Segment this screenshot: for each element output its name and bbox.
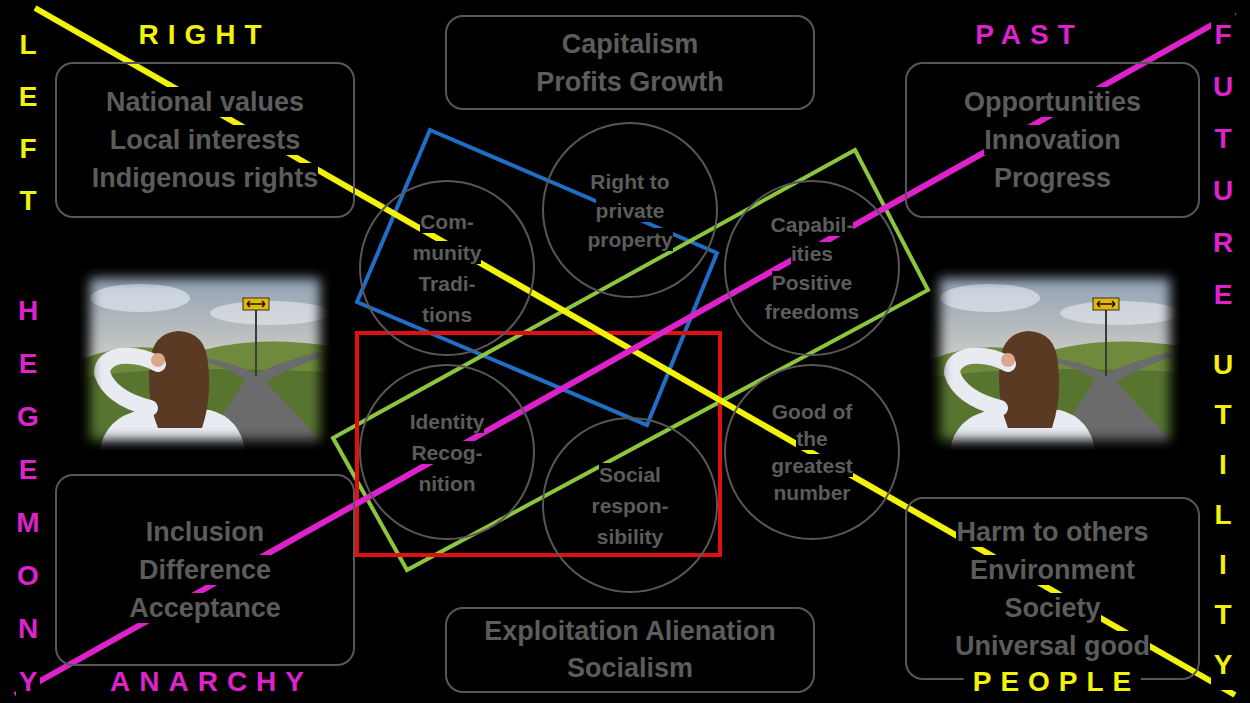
text-line-wrap: Social respon- sibility bbox=[590, 459, 671, 552]
concept-text: Social respon- sibility bbox=[591, 463, 668, 548]
concept-text: Capitalism Profits Growth bbox=[536, 29, 724, 97]
text-line-wrap: Exploitation Alienation Socialism bbox=[483, 613, 778, 687]
text-stack: Opportunities Innovation Progress bbox=[963, 83, 1143, 197]
axis-label: HEGEMONY bbox=[16, 284, 40, 703]
concept-circle: Capabil- ities Positive freedoms bbox=[724, 180, 900, 356]
concept-circle: Right to private property bbox=[542, 122, 718, 298]
axis-label-box: FUTURE bbox=[1211, 9, 1235, 321]
axis-label-box: UTILITY bbox=[1211, 340, 1235, 690]
axis-label: ANARCHY bbox=[101, 666, 313, 697]
circle-outline-shape bbox=[360, 181, 534, 355]
concept-text: Identity Recog- nition bbox=[410, 410, 485, 495]
concept-circle: Social respon- sibility bbox=[542, 417, 718, 593]
axis-label: RIGHT bbox=[129, 19, 270, 50]
circle-outline-shape bbox=[725, 365, 899, 539]
concept-text: Capabil- ities Positive freedoms bbox=[765, 213, 860, 323]
circle-outline-shape bbox=[543, 123, 717, 297]
text-stack: Identity Recog- nition bbox=[408, 406, 486, 499]
text-stack: Inclusion Difference Acceptance bbox=[128, 513, 283, 627]
axis-label: FUTURE bbox=[1211, 9, 1235, 321]
concept-circle: Com- munity Tradi- tions bbox=[359, 180, 535, 356]
circle-outline-shape bbox=[543, 418, 717, 592]
circle-outline-shape bbox=[360, 365, 534, 539]
text-line-wrap: National values Local interests Indigeno… bbox=[90, 83, 320, 197]
axis-label-box: HEGEMONY bbox=[16, 284, 40, 703]
concept-box: National values Local interests Indigeno… bbox=[55, 62, 355, 218]
concept-text: Good of the greatest number bbox=[771, 400, 853, 504]
text-stack: Capitalism Profits Growth bbox=[535, 25, 726, 101]
text-stack: Good of the greatest number bbox=[770, 398, 855, 506]
circle-outline-shape bbox=[725, 181, 899, 355]
concept-circle: Good of the greatest number bbox=[724, 364, 900, 540]
concept-box: Harm to others Environment Society Unive… bbox=[905, 497, 1200, 680]
axis-label: LEFT bbox=[16, 19, 40, 227]
concept-text: Inclusion Difference Acceptance bbox=[129, 517, 281, 623]
text-stack: Com- munity Tradi- tions bbox=[411, 206, 483, 330]
text-stack: Social respon- sibility bbox=[590, 459, 671, 552]
text-line-wrap: Right to private property bbox=[586, 167, 675, 254]
concept-text: Opportunities Innovation Progress bbox=[964, 87, 1141, 193]
text-stack: Right to private property bbox=[586, 167, 675, 254]
circle-outline bbox=[724, 364, 900, 540]
ideology-axis-line bbox=[35, 8, 1235, 695]
axis-label-box: PAST bbox=[966, 19, 1084, 51]
text-line-wrap: Com- munity Tradi- tions bbox=[411, 206, 483, 330]
concept-text: Exploitation Alienation Socialism bbox=[484, 616, 776, 683]
concept-text: Harm to others Environment Society Unive… bbox=[955, 517, 1150, 661]
text-line-wrap: Good of the greatest number bbox=[770, 398, 855, 506]
concept-box: Opportunities Innovation Progress bbox=[905, 62, 1200, 218]
axis-label-box: RIGHT bbox=[129, 19, 270, 51]
concept-text: National values Local interests Indigeno… bbox=[92, 87, 319, 193]
text-line-wrap: Harm to others Environment Society Unive… bbox=[953, 513, 1152, 665]
text-stack: Capabil- ities Positive freedoms bbox=[763, 210, 861, 326]
text-stack: Harm to others Environment Society Unive… bbox=[953, 513, 1152, 665]
text-line-wrap: Capitalism Profits Growth bbox=[535, 25, 726, 101]
text-line-wrap: Capabil- ities Positive freedoms bbox=[763, 210, 861, 326]
axis-label-box: ANARCHY bbox=[101, 666, 313, 698]
concept-text: Com- munity Tradi- tions bbox=[413, 210, 482, 326]
text-stack: National values Local interests Indigeno… bbox=[90, 83, 320, 197]
circle-outline bbox=[359, 180, 535, 356]
concept-box: Inclusion Difference Acceptance bbox=[55, 474, 355, 666]
text-stack: Exploitation Alienation Socialism bbox=[483, 613, 778, 687]
text-line-wrap: Opportunities Innovation Progress bbox=[963, 83, 1143, 197]
concept-circle: Identity Recog- nition bbox=[359, 364, 535, 540]
axis-label: PEOPLE bbox=[964, 666, 1141, 697]
crossroads-photo bbox=[930, 268, 1180, 450]
text-line-wrap: Inclusion Difference Acceptance bbox=[128, 513, 283, 627]
crossroads-photo bbox=[80, 268, 330, 450]
concept-box: Exploitation Alienation Socialism bbox=[445, 607, 815, 693]
grouping-frame bbox=[357, 130, 717, 425]
grouping-frame bbox=[333, 150, 928, 570]
axis-label: UTILITY bbox=[1211, 340, 1235, 690]
axis-label: PAST bbox=[966, 19, 1084, 50]
concept-box: Capitalism Profits Growth bbox=[445, 15, 815, 110]
circle-outline bbox=[724, 180, 900, 356]
axis-label-box: PEOPLE bbox=[964, 666, 1141, 698]
axis-label-box: LEFT bbox=[16, 19, 40, 227]
text-line-wrap: Identity Recog- nition bbox=[408, 406, 486, 499]
ideology-axis-line bbox=[15, 12, 1235, 695]
concept-text: Right to private property bbox=[587, 170, 672, 251]
